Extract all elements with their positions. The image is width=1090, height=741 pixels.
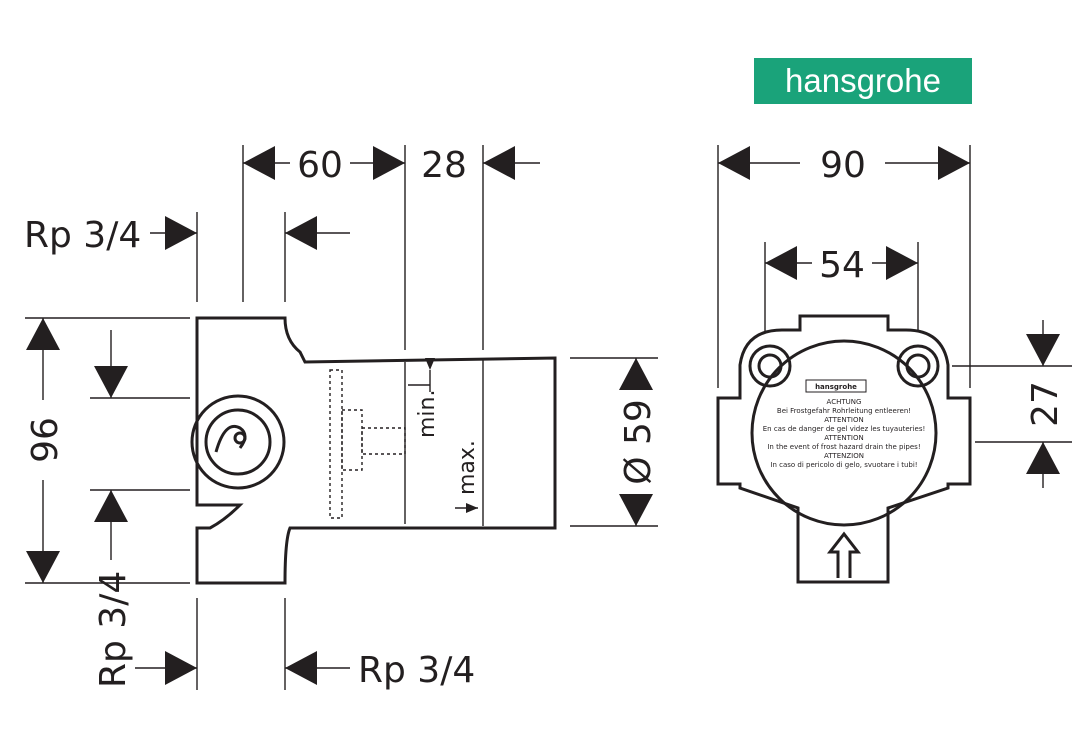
thread-right-bottom-label: Rp 3/4 xyxy=(358,650,475,691)
arrow-dia-bottom xyxy=(619,494,653,526)
dim-text-96: 96 xyxy=(25,417,66,463)
label-line-4: En cas de danger de gel videz les tuyaut… xyxy=(763,425,926,433)
label-line-6: In the event of frost hazard drain the p… xyxy=(767,443,920,451)
front-central-disc xyxy=(750,339,938,527)
arrow-96-bottom xyxy=(26,551,60,583)
label-brand-box xyxy=(805,379,867,393)
mount-hole-left-outer xyxy=(748,344,792,388)
mount-hole-right-outer xyxy=(896,344,940,388)
thread-left-bottom-label: Rp 3/4 xyxy=(93,571,134,688)
label-line-5: ATTENTION xyxy=(824,434,863,442)
arrow-60-left xyxy=(243,146,275,180)
label-brand: hansgrohe xyxy=(815,383,857,391)
dim-text-diameter: Ø 59 xyxy=(618,399,659,485)
label-min: min. xyxy=(415,390,440,438)
arrow-54-right xyxy=(886,246,918,280)
arrow-dia-top xyxy=(619,358,653,390)
label-line-8: In caso di pericolo di gelo, svuotare i … xyxy=(770,461,917,469)
arrow-thread-top-b xyxy=(285,216,317,250)
arrow-thread-top-a xyxy=(165,216,197,250)
dim-text-60: 60 xyxy=(297,145,343,186)
dim-text-27: 27 xyxy=(1025,381,1066,427)
label-line-2: Bei Frostgefahr Rohrleitung entleeren! xyxy=(777,407,911,415)
label-max: max. xyxy=(455,440,480,495)
arrow-thread-bottom-a xyxy=(165,651,197,685)
arrow-60-right xyxy=(373,146,405,180)
label-line-3: ATTENTION xyxy=(824,416,863,424)
front-view: hansgrohe ACHTUNG Bei Frostgefahr Rohrle… xyxy=(716,145,1072,584)
label-line-1: ACHTUNG xyxy=(827,398,862,406)
arrow-28 xyxy=(483,146,515,180)
dim-text-28: 28 xyxy=(421,145,467,186)
arrow-90-right xyxy=(938,146,970,180)
warning-label: hansgrohe ACHTUNG Bei Frostgefahr Rohrle… xyxy=(763,379,926,469)
logo-text: hansgrohe xyxy=(785,62,941,99)
front-body-outline xyxy=(716,314,972,584)
dim-text-90: 90 xyxy=(820,145,866,186)
hidden-cartridge xyxy=(329,369,406,519)
arrow-inner-top xyxy=(94,366,128,398)
logo-background xyxy=(754,58,972,104)
thread-top-label: Rp 3/4 xyxy=(24,215,141,256)
dim-text-54: 54 xyxy=(819,245,865,286)
inlet-circle-outer xyxy=(190,394,286,490)
inlet-stem-cap xyxy=(233,431,247,445)
arrow-27-bottom xyxy=(1026,442,1060,474)
arrow-thread-bottom-b xyxy=(285,651,317,685)
flow-arrow-icon xyxy=(826,531,862,578)
side-view: min. max. 60 28 Rp 3/4 96 xyxy=(24,145,659,691)
mount-hole-left-inner xyxy=(757,353,783,379)
inlet-circle-inner xyxy=(204,408,272,476)
inlet-valve-stem xyxy=(214,425,247,453)
label-line-7: ATTENZION xyxy=(824,452,864,460)
arrow-90-left xyxy=(718,146,750,180)
arrow-27-top xyxy=(1026,334,1060,366)
hansgrohe-logo: hansgrohe xyxy=(754,58,972,104)
arrow-54-left xyxy=(765,246,797,280)
valve-body-outline xyxy=(195,316,557,585)
mount-hole-right-inner xyxy=(905,353,931,379)
arrow-96-top xyxy=(26,318,60,350)
arrow-inner-bottom xyxy=(94,490,128,522)
